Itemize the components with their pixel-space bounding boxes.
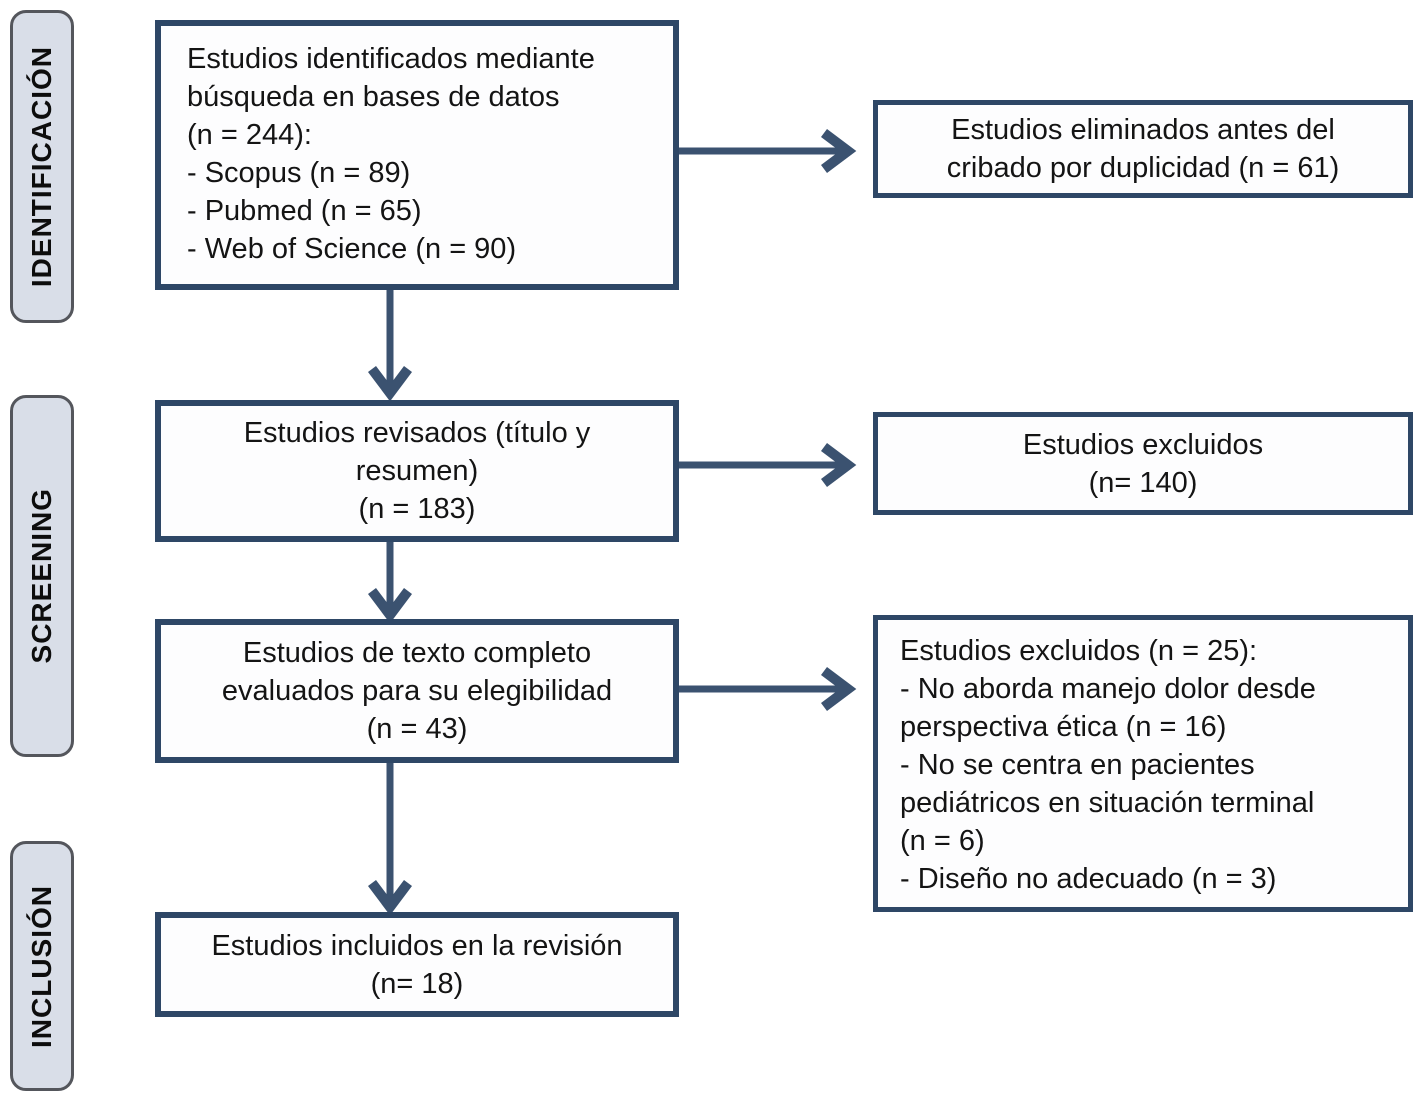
box-duplicates-removed: Estudios eliminados antes del cribado po…	[873, 100, 1413, 198]
box-included-studies: Estudios incluidos en la revisión (n= 18…	[155, 912, 679, 1017]
arrow-identified-to-duplicates	[679, 129, 857, 173]
stage-label-inclusion-text: INCLUSIÓN	[26, 884, 57, 1048]
box-excluded-screening: Estudios excluidos (n= 140)	[873, 412, 1413, 515]
arrow-fulltext-to-included	[368, 763, 412, 916]
box-fulltext-assessed: Estudios de texto completo evaluados par…	[155, 619, 679, 763]
box-identified-studies: Estudios identificados mediante búsqueda…	[155, 20, 679, 290]
arrow-fulltext-to-excluded	[679, 667, 857, 711]
stage-label-inclusion: INCLUSIÓN	[10, 841, 74, 1091]
arrow-identified-to-screened	[368, 290, 412, 402]
arrow-screened-to-excluded	[679, 443, 857, 487]
arrow-screened-to-fulltext	[368, 542, 412, 624]
box-excluded-fulltext-reasons: Estudios excluidos (n = 25): - No aborda…	[873, 615, 1413, 912]
stage-label-screening: SCREENING	[10, 395, 74, 757]
stage-label-identification: IDENTIFICACIÓN	[10, 10, 74, 323]
stage-label-screening-text: SCREENING	[26, 488, 57, 664]
box-title-abstract-screened: Estudios revisados (título y resumen) (n…	[155, 400, 679, 542]
stage-label-identification-text: IDENTIFICACIÓN	[26, 45, 57, 288]
